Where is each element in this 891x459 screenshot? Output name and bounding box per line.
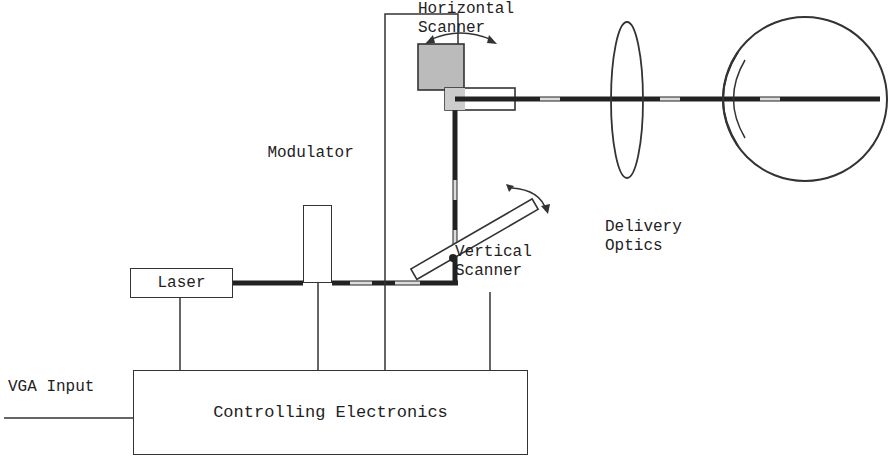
scanner-label: Horizontal Scanner xyxy=(418,0,548,38)
cornea xyxy=(723,52,738,146)
rotation-arrow xyxy=(512,188,546,210)
arrow-head xyxy=(541,204,550,214)
beam-stripe xyxy=(540,98,560,101)
arrow-head xyxy=(487,35,497,44)
beam-stripe xyxy=(454,180,457,200)
arrow-head xyxy=(506,184,514,192)
input-label: VGA Input xyxy=(8,378,98,397)
laser-beam xyxy=(455,97,880,102)
horizontal-scanner xyxy=(418,44,464,90)
control-wire xyxy=(180,298,181,370)
box-text: Controlling Electronics xyxy=(213,403,448,423)
electronics-box: Controlling Electronics xyxy=(133,370,528,455)
scanner-wire xyxy=(489,292,491,370)
beam-stripe xyxy=(350,282,372,285)
box-text: Modulator xyxy=(267,144,353,162)
beam-stripe xyxy=(760,98,780,101)
laser-beam xyxy=(332,281,458,286)
eye xyxy=(723,17,887,181)
eye-lens xyxy=(734,60,746,138)
scanner-wire xyxy=(385,14,458,370)
optics-label: Delivery Optics xyxy=(605,218,735,256)
lens xyxy=(611,22,643,178)
laser-box: Laser xyxy=(130,268,233,298)
beam-stripe xyxy=(395,282,420,285)
input-wire xyxy=(4,417,134,419)
control-wire xyxy=(318,283,319,370)
beam-stripe xyxy=(660,98,680,101)
modulator-box: Modulator xyxy=(303,205,332,283)
laser-beam xyxy=(233,283,303,284)
box-text: Laser xyxy=(157,274,205,292)
scanner-label: Vertical Scanner xyxy=(455,243,585,281)
